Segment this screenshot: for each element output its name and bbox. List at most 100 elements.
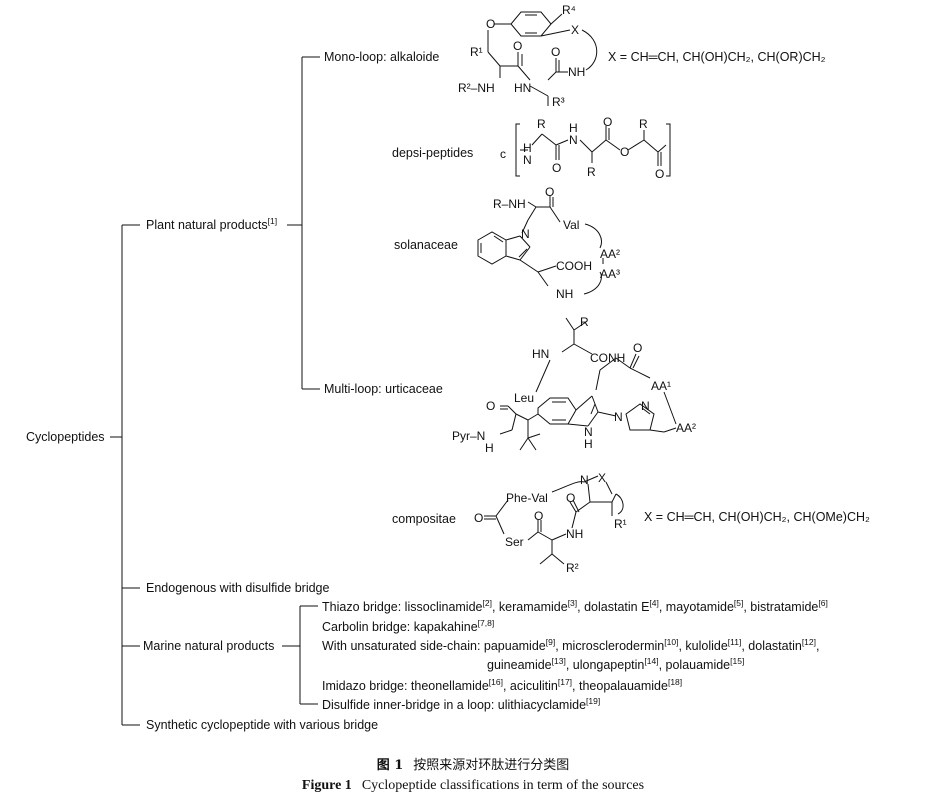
caption-chinese: 图 1 按照来源对环肽进行分类图: [0, 754, 946, 773]
solan-rnh-label: R–NH: [493, 197, 526, 211]
comp-phe-label: Phe-Val: [506, 491, 548, 505]
marine-ref: [5]: [733, 598, 744, 608]
marine-ref: [3]: [567, 598, 578, 608]
branch-synthetic: Synthetic cyclopeptide with various brid…: [146, 718, 379, 732]
branch-endogenous: Endogenous with disulfide bridge: [146, 581, 330, 595]
multi-o1-label: O: [633, 341, 642, 355]
structure-multi-loop: [499, 317, 677, 451]
depsi-c-label: c: [500, 147, 506, 161]
solan-nh-label: NH: [556, 287, 573, 301]
marine-text: , bistratamide: [743, 600, 819, 614]
marine-line: Thiazo bridge: lissoclinamide[2], kerama…: [322, 598, 828, 614]
marine-ref: [4]: [649, 598, 659, 608]
depsi-o2-label: O: [603, 115, 612, 129]
marine-line: Carbolin bridge: kapakahine[7,8]: [322, 618, 495, 634]
plant-solanaceae: solanaceae: [394, 238, 458, 252]
plant-mono-loop: Mono-loop: alkaloide: [324, 50, 440, 64]
marine-text: , dolastatin E: [577, 600, 650, 614]
marine-ref: [10]: [664, 637, 679, 647]
solan-aa3-label: AA³: [600, 267, 620, 281]
multi-aa1-label: AA¹: [651, 379, 671, 393]
marine-ref: [13]: [551, 656, 566, 666]
marine-ref: [9]: [545, 637, 556, 647]
depsi-h1-label: H: [523, 141, 532, 155]
multi-conh-label: CONH: [590, 351, 625, 365]
mono-r4-label: R⁴: [562, 3, 576, 17]
caption-en-text: Cyclopeptide classifications in term of …: [361, 778, 645, 793]
marine-text: , theopalauamide: [572, 679, 668, 693]
multi-h2-label: H: [485, 441, 494, 455]
marine-line: Disulfide inner-bridge in a loop: ulithi…: [322, 696, 601, 712]
structure-mono-loop-labels: O X R⁴ R¹ O O NH R²–NH HN R³: [458, 3, 585, 109]
comp-o1-label: O: [474, 511, 483, 525]
marine-ref: [14]: [644, 656, 659, 666]
marine-text: , keramamide: [491, 600, 568, 614]
comp-r1-label: R¹: [614, 517, 627, 531]
tree-connectors: [110, 56, 320, 726]
multi-o2-label: O: [486, 399, 495, 413]
multi-leu-label: Leu: [514, 391, 534, 405]
marine-text: guineamide: [487, 658, 552, 672]
depsi-n2-label: N: [569, 133, 578, 147]
marine-text: , polauamide: [658, 658, 731, 672]
branch-plant-ref: [1]: [267, 216, 278, 226]
comp-r2-label: R²: [566, 561, 579, 575]
multi-hn-label: HN: [532, 347, 549, 361]
structure-compositae-labels: Phe-Val N X O O O R¹ NH Ser R²: [474, 471, 627, 575]
structure-multi-loop-labels: R HN CONH O Leu AA¹ O N N N H Pyr–N H AA…: [452, 315, 696, 455]
plant-depsi: depsi-peptides: [392, 146, 474, 160]
plant-multi-loop: Multi-loop: urticaceae: [324, 382, 443, 396]
marine-ref: [16]: [488, 677, 503, 687]
structure-depsi: [515, 123, 671, 177]
marine-ref: [18]: [667, 677, 683, 687]
depsi-o1-label: O: [552, 161, 561, 175]
comp-o3-label: O: [566, 491, 575, 505]
mono-o2-label: O: [551, 45, 560, 59]
marine-text: ,: [816, 639, 820, 653]
plant-compositae: compositae: [392, 512, 456, 526]
comp-x-note: X = CH═CH, CH(OH)CH₂, CH(OMe)CH₂: [644, 510, 870, 524]
marine-ref: [7,8]: [477, 618, 495, 628]
marine-text: Thiazo bridge: lissoclinamide: [322, 600, 483, 614]
marine-text: , microsclerodermin: [555, 639, 665, 653]
multi-n2-label: N: [614, 410, 623, 424]
comp-ser-label: Ser: [505, 535, 524, 549]
marine-text: , aciculitin: [502, 679, 558, 693]
solan-val-label: Val: [563, 218, 579, 232]
marine-ref: [6]: [818, 598, 828, 608]
depsi-h2-label: H: [569, 121, 578, 135]
root-node: Cyclopeptides: [26, 430, 105, 444]
multi-r-label: R: [580, 315, 589, 329]
marine-ref: [12]: [801, 637, 816, 647]
comp-n-label: N: [580, 473, 589, 487]
solan-aa2-label: AA²: [600, 247, 620, 261]
structure-solanaceae: [477, 196, 604, 295]
multi-n3-label: N: [584, 425, 593, 439]
branch-plant: Plant natural products[1]: [146, 216, 278, 232]
structure-depsi-labels: c R H N O H N R O O R O: [500, 115, 664, 181]
mono-x-label: X: [571, 23, 579, 37]
caption-en-label: Figure 1: [301, 778, 352, 793]
marine-line: guineamide[13], ulongapeptin[14], polaua…: [487, 656, 744, 672]
mono-x-note: X = CH═CH, CH(OH)CH₂, CH(OR)CH₂: [608, 50, 826, 64]
solan-n-label: N: [521, 227, 530, 241]
depsi-n1-label: N: [523, 153, 532, 167]
multi-n1-label: N: [641, 399, 650, 413]
depsi-o4-label: O: [655, 167, 664, 181]
solan-cooh-label: COOH: [556, 259, 592, 273]
branch-marine: Marine natural products: [143, 639, 275, 653]
depsi-r2-label: R: [587, 165, 596, 179]
structure-solanaceae-labels: R–NH O Val N COOH AA² AA³ NH: [493, 185, 620, 301]
marine-ref: [19]: [586, 696, 601, 706]
mono-r2nh-label: R²–NH: [458, 81, 495, 95]
caption-cn-text: 按照来源对环肽进行分类图: [413, 758, 570, 773]
mono-nh-label: NH: [568, 65, 585, 79]
marine-text: , kulolide: [678, 639, 728, 653]
caption-cn-label: 图 1: [376, 758, 404, 773]
marine-text: With unsaturated side-chain: papuamide: [322, 639, 546, 653]
multi-h-label: H: [584, 437, 593, 451]
marine-text: Carbolin bridge: kapakahine: [322, 620, 478, 634]
marine-ref: [17]: [557, 677, 573, 687]
mono-r3-label: R³: [552, 95, 565, 109]
mono-o-label: O: [486, 17, 495, 31]
